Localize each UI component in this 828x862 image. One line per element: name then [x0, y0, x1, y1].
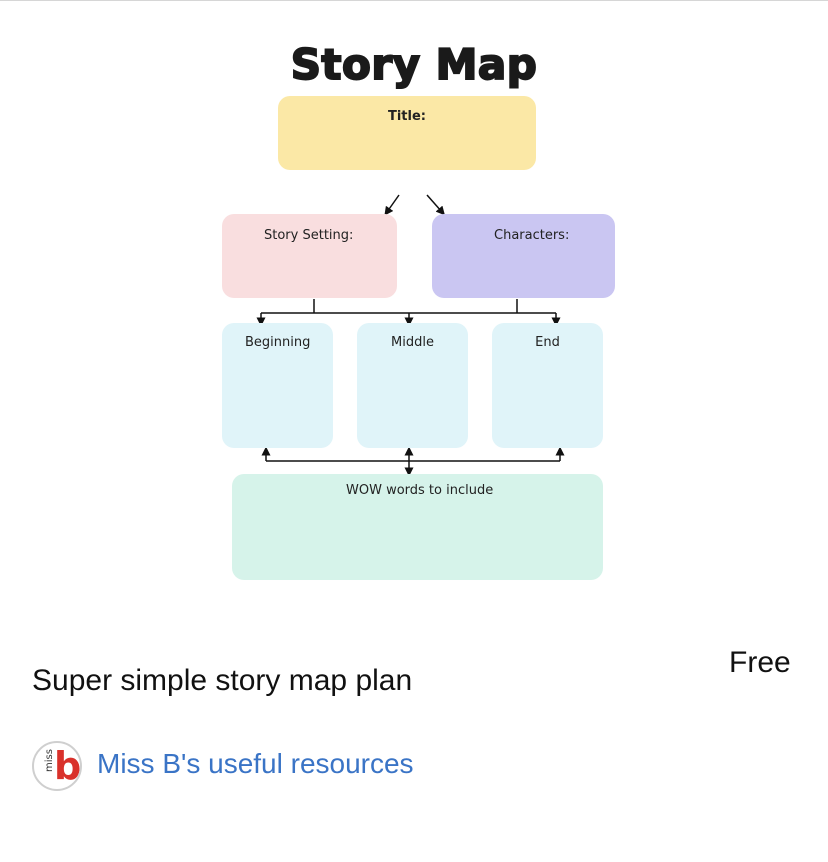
connector-arrows [256, 194, 565, 477]
top-divider [0, 0, 828, 1]
story-setting-box: Story Setting: [222, 214, 397, 298]
avatar-text-big: b [54, 744, 82, 788]
wow-words-box: WOW words to include [232, 474, 603, 580]
characters-label: Characters: [494, 228, 570, 243]
end-box: End [492, 323, 603, 448]
end-label: End [535, 335, 560, 350]
arrow-to-setting [384, 194, 400, 216]
arrow-to-characters [426, 194, 445, 216]
creator-name-link[interactable]: Miss B's useful resources [97, 748, 414, 779]
story-setting-label: Story Setting: [264, 228, 354, 243]
pin-image[interactable]: Story Map Title: Story Setting: Characte… [0, 0, 828, 620]
title-box: Title: [278, 96, 536, 170]
worksheet-heading: Story Map [290, 39, 538, 90]
title-box-label: Title: [387, 109, 426, 124]
creator-avatar[interactable]: miss b [32, 741, 82, 791]
beginning-label: Beginning [245, 335, 311, 350]
middle-box: Middle [357, 323, 468, 448]
beginning-box: Beginning [222, 323, 333, 448]
characters-box: Characters: [432, 214, 615, 298]
pin-title[interactable]: Super simple story map plan [32, 664, 413, 697]
middle-label: Middle [391, 335, 434, 350]
wow-words-label: WOW words to include [346, 483, 494, 498]
price-label: Free [729, 646, 791, 679]
